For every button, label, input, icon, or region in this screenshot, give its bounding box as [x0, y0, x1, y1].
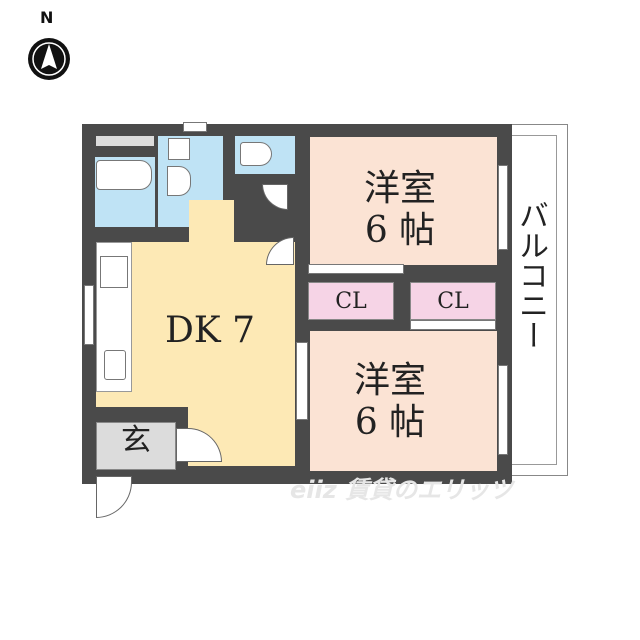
closet-2: CL [410, 282, 496, 320]
sink-icon [167, 166, 191, 196]
window-room-2-right [498, 365, 508, 455]
kitchen-sink-icon [104, 350, 126, 380]
closet-1: CL [308, 282, 394, 320]
north-arrow-icon [26, 36, 72, 82]
western-room-2-label-1: 洋室 [353, 360, 426, 401]
closet-2-door[interactable] [410, 320, 496, 330]
balcony-label: バルコニー [513, 200, 548, 350]
closet-1-door[interactable] [308, 264, 404, 274]
window-room-2-left [296, 342, 308, 420]
vent-icon [183, 122, 207, 132]
western-room-2-label-2: 6 帖 [354, 402, 426, 443]
bathtub-icon [96, 160, 152, 190]
front-door[interactable] [96, 476, 132, 518]
shelf [96, 136, 154, 146]
window-room-1 [498, 165, 508, 250]
entrance [96, 422, 176, 470]
stove-icon [100, 256, 128, 288]
dk-label: DK 7 [164, 310, 256, 351]
western-room-2 [310, 331, 497, 471]
entrance-label: 玄 [121, 423, 151, 458]
watermark-logo: eiiz 賃貸のエリッツ [290, 476, 514, 504]
toilet-icon [240, 142, 272, 166]
western-room-1-label-2: 6 帖 [364, 210, 436, 251]
western-room-1-label-1: 洋室 [363, 168, 436, 209]
washing-machine-icon [168, 138, 190, 160]
compass-north-label: N [40, 8, 54, 27]
western-room-1 [310, 137, 497, 265]
window-kitchen [84, 285, 94, 345]
